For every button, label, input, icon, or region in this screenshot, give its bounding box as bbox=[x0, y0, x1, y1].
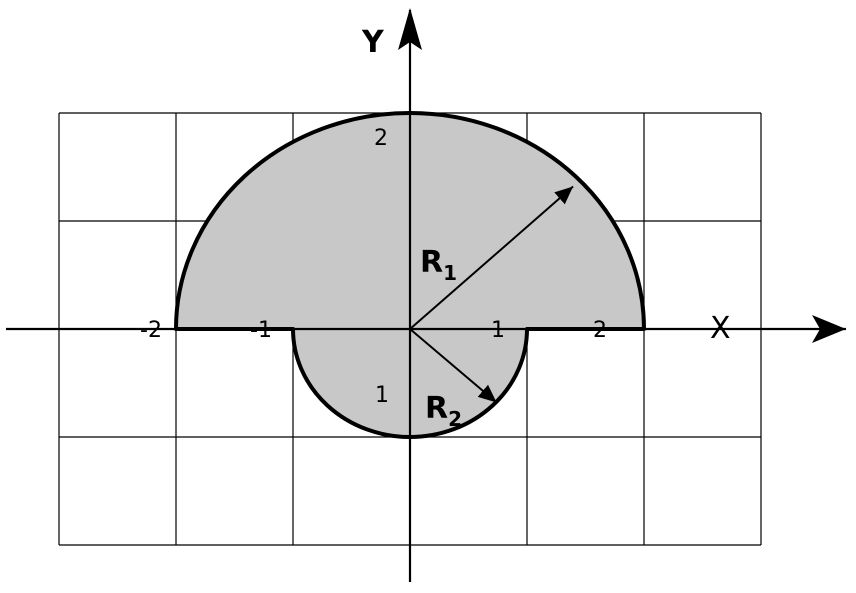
shape-outline bbox=[174, 111, 646, 439]
tick-label-x-neg1: -1 bbox=[250, 318, 272, 343]
x-axis-arrow-icon bbox=[812, 315, 846, 343]
y-axis-label: Y bbox=[361, 25, 385, 60]
tick-label-x-pos1: 1 bbox=[491, 318, 505, 343]
tick-label-y-pos2: 2 bbox=[374, 126, 388, 151]
tick-label-x-pos2: 2 bbox=[593, 318, 607, 343]
y-axis-arrow-icon bbox=[398, 8, 422, 50]
tick-label-x-neg2: -2 bbox=[140, 318, 162, 343]
radius-r1-arrow bbox=[409, 185, 574, 330]
tick-label-y-neg1: 1 bbox=[375, 383, 389, 408]
x-axis-label: X bbox=[710, 311, 731, 346]
radius-r2-arrow bbox=[409, 328, 498, 404]
radius-r1-label: R1 bbox=[420, 245, 457, 285]
radius-r2-label: R2 bbox=[425, 391, 462, 431]
